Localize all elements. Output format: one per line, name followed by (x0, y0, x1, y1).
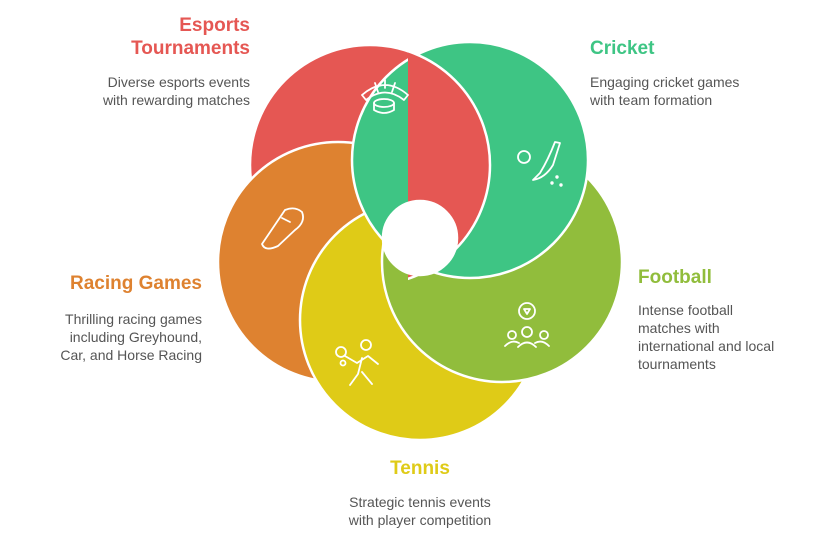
desc-line: with rewarding matches (102, 92, 250, 108)
esports-title-line: Tournaments (131, 38, 250, 59)
football-description: Intense football matches with internatio… (638, 301, 838, 373)
desc-line: Intense football (638, 302, 733, 318)
desc-line: with team formation (590, 92, 713, 108)
desc-line: Thrilling racing games (65, 311, 202, 327)
football-team-icon (504, 302, 550, 348)
desc-line: Strategic tennis events (349, 494, 491, 510)
desc-line: Engaging cricket games (590, 74, 740, 90)
desc-line: with player competition (348, 512, 492, 528)
racing-description: Thrilling racing games including Greyhou… (20, 310, 202, 364)
esports-description: Diverse esports events with rewarding ma… (60, 73, 250, 109)
desc-line: Diverse esports events (107, 74, 250, 90)
racing-title: Racing Games (70, 273, 202, 294)
esports-title-line: Esports (179, 15, 250, 36)
desc-line: international and local (638, 338, 775, 354)
racing-shoe-icon (261, 207, 304, 250)
esports-title: Esports Tournaments (90, 14, 250, 60)
cricket-description: Engaging cricket games with team formati… (590, 73, 790, 109)
stadium-icon (361, 79, 409, 114)
desc-line: including Greyhound, (69, 329, 202, 345)
cricket-title: Cricket (590, 38, 655, 59)
desc-line: Car, and Horse Racing (60, 347, 202, 363)
cricket-bat-ball-icon (517, 141, 563, 187)
tennis-title: Tennis (390, 458, 450, 479)
tennis-player-icon (335, 339, 379, 386)
desc-line: tournaments (638, 356, 716, 372)
center-hole (381, 199, 459, 277)
tennis-description: Strategic tennis events with player comp… (300, 493, 540, 529)
desc-line: matches with (638, 320, 720, 336)
football-title: Football (638, 267, 712, 288)
